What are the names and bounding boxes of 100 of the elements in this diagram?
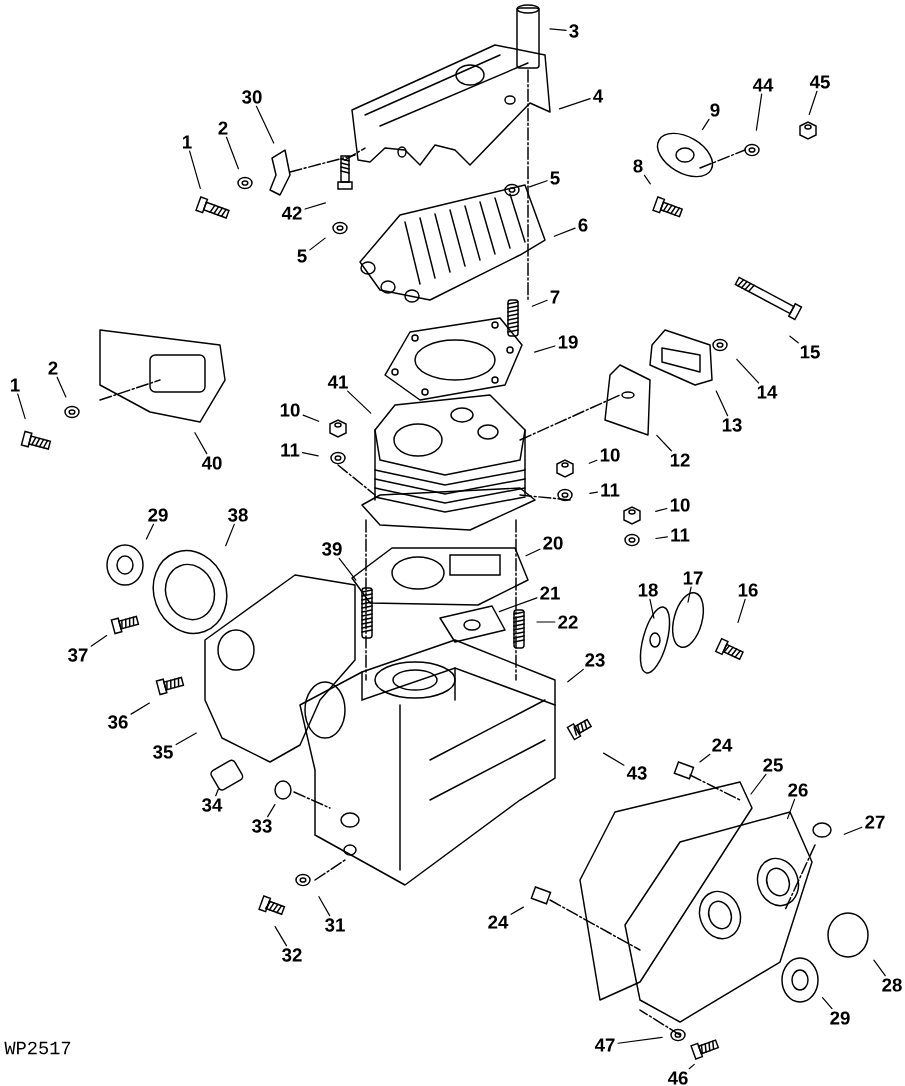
- callout-number: 9: [710, 103, 720, 117]
- callout-number: 44: [752, 78, 774, 92]
- leader-line: [655, 507, 668, 512]
- callout-number: 34: [202, 798, 223, 812]
- leader-line: [304, 202, 326, 210]
- callout-number: 36: [108, 715, 128, 729]
- leader-line: [786, 798, 796, 820]
- callout-number: 29: [148, 508, 168, 522]
- leader-line: [175, 732, 197, 746]
- leader-line: [56, 376, 67, 398]
- leader-line: [318, 896, 331, 917]
- leader-line: [736, 358, 760, 384]
- leader-line: [701, 118, 710, 131]
- leader-line: [255, 105, 275, 144]
- callout-number: 18: [638, 583, 658, 597]
- callout-number: 24: [488, 915, 509, 929]
- callout-number: 37: [68, 648, 88, 662]
- callout-number: 10: [670, 498, 690, 512]
- leader-line: [498, 597, 538, 613]
- callout-number: 7: [550, 290, 560, 304]
- callout-number: 27: [865, 815, 885, 829]
- callout-number: 11: [671, 528, 690, 542]
- callout-number: 14: [757, 385, 778, 399]
- leader-line: [617, 1036, 663, 1044]
- callout-number: 30: [242, 90, 262, 104]
- leader-line: [302, 452, 319, 457]
- leader-line: [873, 959, 886, 977]
- leader-line: [347, 390, 372, 414]
- leader-line: [145, 523, 155, 540]
- callout-number: 17: [683, 571, 703, 585]
- leader-line: [90, 635, 108, 647]
- callout-number: 3: [569, 24, 579, 38]
- leader-line: [821, 997, 833, 1010]
- callout-number: 25: [763, 758, 783, 772]
- callout-number: 5: [550, 171, 560, 185]
- leader-line: [687, 586, 692, 603]
- callout-number: 11: [281, 443, 300, 457]
- leader-line: [528, 180, 548, 188]
- callout-number: 11: [601, 483, 620, 497]
- callout-number: 15: [800, 345, 820, 359]
- callout-number: 10: [280, 403, 300, 417]
- callout-number: 35: [153, 745, 173, 759]
- leader-line: [267, 804, 276, 818]
- leader-line: [655, 536, 668, 540]
- leader-line: [225, 523, 235, 547]
- callout-number: 45: [809, 75, 830, 89]
- callout-number: 29: [830, 1011, 850, 1025]
- callout-number: 42: [281, 206, 302, 220]
- leader-line: [534, 345, 556, 353]
- leader-line: [274, 926, 288, 947]
- leader-line: [215, 788, 219, 797]
- callout-number: 8: [633, 159, 643, 173]
- callout-number: 28: [882, 978, 902, 992]
- callout-number: 13: [722, 418, 742, 432]
- callout-number: 41: [327, 375, 348, 389]
- callout-number: 39: [322, 542, 342, 556]
- callout-number: 24: [712, 738, 733, 752]
- callout-number: 26: [788, 783, 808, 797]
- leader-line: [189, 150, 201, 189]
- figure-code: WP2517: [4, 1041, 71, 1055]
- callout-number: 23: [585, 653, 605, 667]
- callout-number: 1: [11, 378, 20, 392]
- leader-line: [531, 299, 548, 307]
- callout-number: 4: [593, 89, 604, 103]
- callout-number: 5: [297, 249, 307, 263]
- callout-number: 2: [48, 361, 58, 375]
- callout-number: 46: [667, 1071, 688, 1085]
- callout-number: 2: [218, 121, 228, 135]
- leader-line: [588, 459, 598, 464]
- leader-line: [843, 826, 863, 835]
- leader-line: [549, 28, 567, 31]
- callout-number: 12: [670, 453, 690, 467]
- leader-line: [789, 335, 799, 344]
- leader-line: [699, 753, 711, 763]
- leader-line: [603, 752, 625, 766]
- leader-line: [130, 702, 150, 715]
- leader-line: [553, 227, 576, 237]
- callout-number: 33: [252, 819, 272, 833]
- leader-line: [656, 434, 672, 452]
- callout-number: 43: [626, 766, 647, 780]
- leader-line: [525, 548, 541, 557]
- leader-line: [649, 598, 655, 619]
- callout-number: 1: [183, 135, 192, 149]
- leader-line: [808, 90, 818, 116]
- leader-line: [225, 136, 239, 170]
- callout-number: 6: [578, 218, 588, 232]
- callout-number: 10: [600, 448, 620, 462]
- leader-line: [755, 93, 763, 131]
- leader-line: [715, 390, 729, 417]
- callout-number: 21: [540, 586, 560, 600]
- leader-line: [737, 598, 746, 623]
- leader-line: [194, 432, 208, 455]
- leader-line: [510, 906, 524, 915]
- leader-line: [309, 237, 326, 251]
- callout-number: 22: [558, 615, 578, 629]
- leader-line: [302, 414, 320, 422]
- callout-number: 19: [558, 335, 578, 349]
- callout-number: 38: [228, 508, 248, 522]
- callout-number: 16: [738, 583, 758, 597]
- leader-line: [567, 668, 584, 683]
